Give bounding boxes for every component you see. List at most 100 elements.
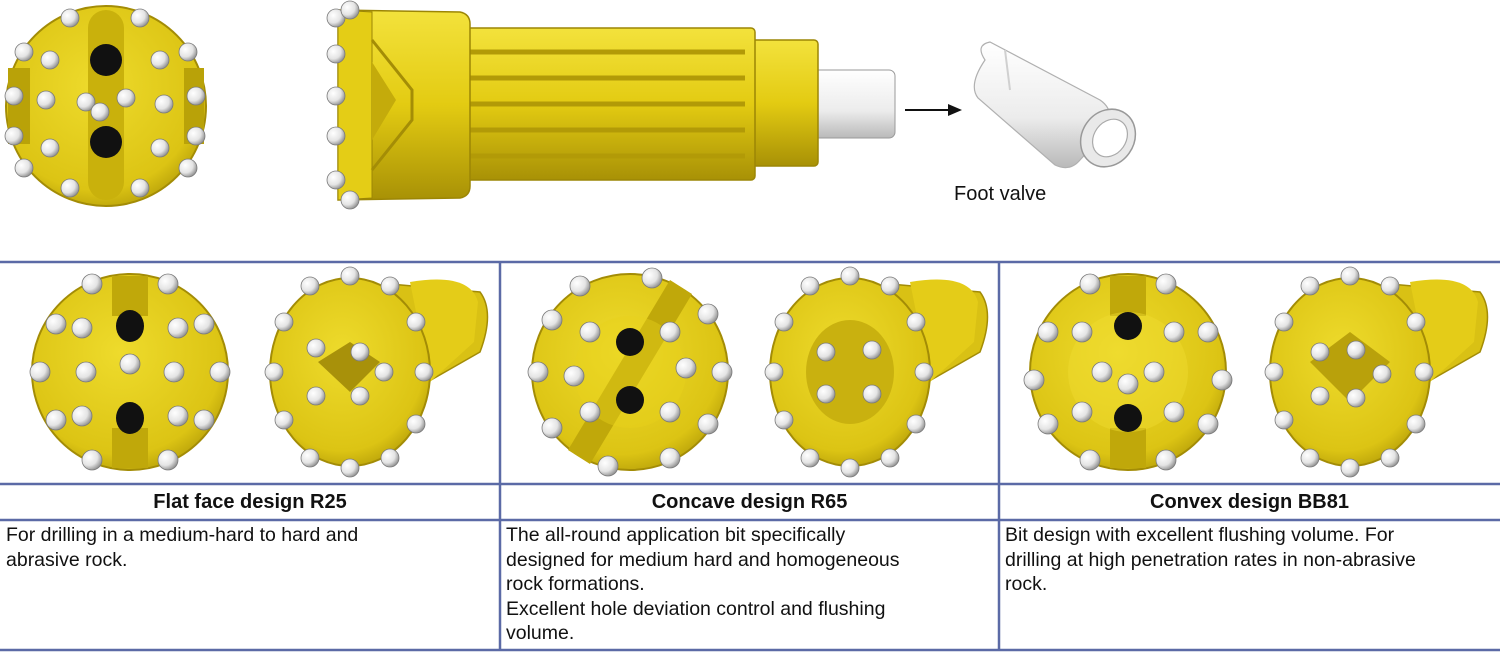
bit-front-face-top [4, 5, 207, 207]
carbide-button [1406, 312, 1426, 332]
carbide-button [1155, 449, 1177, 471]
carbide-button [1163, 321, 1185, 343]
r65-angled-view [764, 266, 989, 478]
carbide-button [1300, 276, 1320, 296]
carbide-button [1274, 410, 1294, 430]
carbide-button [274, 410, 294, 430]
carbide-button [1037, 321, 1059, 343]
carbide-buttons [326, 0, 360, 210]
carbide-button [340, 266, 360, 286]
design-title-r65: Concave design R65 [651, 491, 848, 513]
carbide-button [340, 190, 360, 210]
carbide-button [1372, 364, 1392, 384]
carbide-button [1406, 414, 1426, 434]
carbide-button [306, 386, 326, 406]
carbide-button [154, 94, 174, 114]
carbide-button [1310, 342, 1330, 362]
carbide-button [579, 321, 601, 343]
foot-valve-image [973, 41, 1137, 169]
carbide-button [81, 273, 103, 295]
carbide-button [40, 138, 60, 158]
carbide-button [167, 405, 189, 427]
carbide-button [116, 88, 136, 108]
carbide-button [45, 313, 67, 335]
carbide-button [1346, 340, 1366, 360]
design-table-grid [0, 260, 1500, 652]
carbide-button [81, 449, 103, 471]
carbide-button [527, 361, 549, 383]
carbide-button [816, 384, 836, 404]
bb81-front-face [1023, 273, 1233, 471]
carbide-button [36, 90, 56, 110]
carbide-button [1143, 361, 1165, 383]
carbide-button [1211, 369, 1233, 391]
carbide-button [300, 276, 320, 296]
carbide-button [906, 414, 926, 434]
carbide-button [1414, 362, 1434, 382]
carbide-button [130, 178, 150, 198]
carbide-button [880, 276, 900, 296]
carbide-button [60, 178, 80, 198]
carbide-button [1079, 449, 1101, 471]
carbide-button [816, 342, 836, 362]
carbide-button [641, 267, 663, 289]
carbide-button [697, 303, 719, 325]
carbide-button [300, 448, 320, 468]
carbide-button [1091, 361, 1113, 383]
carbide-button [29, 361, 51, 383]
carbide-button [597, 455, 619, 477]
carbide-button [711, 361, 733, 383]
carbide-button [40, 50, 60, 70]
carbide-button [340, 458, 360, 478]
carbide-button [193, 409, 215, 431]
design-description-bb81: Bit design with excellent flushing volum… [1005, 524, 1416, 595]
carbide-button [1300, 448, 1320, 468]
carbide-button [264, 362, 284, 382]
carbide-button [1340, 458, 1360, 478]
design-title-bb81: Convex design BB81 [1150, 491, 1349, 513]
carbide-button [4, 86, 24, 106]
carbide-button [14, 42, 34, 62]
r25-front-face [29, 273, 231, 471]
carbide-button [14, 158, 34, 178]
carbide-button [563, 365, 585, 387]
r65-front-face [527, 267, 733, 477]
carbide-button [840, 266, 860, 286]
carbide-button [380, 448, 400, 468]
carbide-button [167, 317, 189, 339]
carbide-button [150, 50, 170, 70]
carbide-button [1117, 373, 1139, 395]
carbide-button [130, 8, 150, 28]
carbide-button [350, 342, 370, 362]
carbide-button [1079, 273, 1101, 295]
carbide-button [157, 449, 179, 471]
carbide-button [274, 312, 294, 332]
carbide-button [75, 361, 97, 383]
carbide-button [541, 417, 563, 439]
carbide-button [659, 321, 681, 343]
carbide-button [326, 126, 346, 146]
carbide-button [906, 312, 926, 332]
foot-valve-label: Foot valve [954, 183, 1047, 205]
arrow-to-foot-valve [905, 104, 962, 116]
design-description-r25: For drilling in a medium-hard to hard an… [6, 524, 359, 571]
carbide-button [697, 413, 719, 435]
carbide-button [178, 158, 198, 178]
carbide-button [150, 138, 170, 158]
carbide-button [1310, 386, 1330, 406]
carbide-button [1197, 413, 1219, 435]
carbide-button [659, 447, 681, 469]
carbide-button [374, 362, 394, 382]
carbide-button [1155, 273, 1177, 295]
carbide-button [569, 275, 591, 297]
carbide-button [406, 414, 426, 434]
carbide-button [1037, 413, 1059, 435]
carbide-button [326, 44, 346, 64]
carbide-button [579, 401, 601, 423]
carbide-button [71, 405, 93, 427]
carbide-button [1071, 321, 1093, 343]
carbide-button [326, 170, 346, 190]
design-description-r65: The all-round application bit specifical… [506, 524, 900, 644]
r25-angled-view [264, 266, 489, 478]
